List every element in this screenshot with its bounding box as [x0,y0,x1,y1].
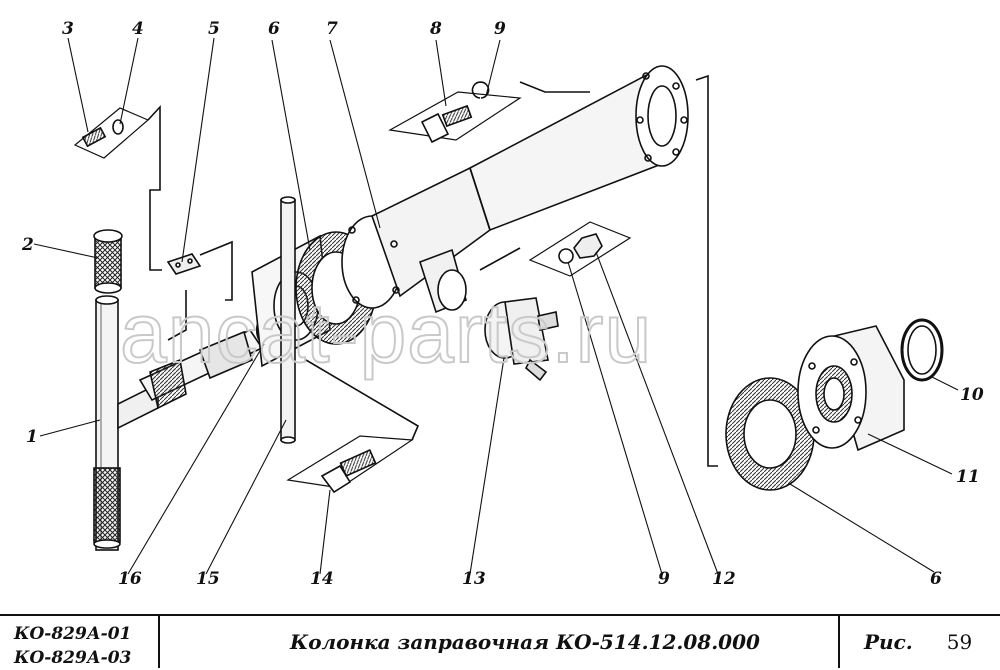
figure-label: Рис. [864,630,913,654]
exploded-assembly-drawing: ancat-parts.ru 3 4 5 6 7 8 9 2 1 10 11 6… [21,19,984,589]
small-plate [166,240,233,341]
inset-bolt-washer [388,81,590,144]
callout-4: 4 [132,19,144,39]
inset-screw-ring [73,104,162,271]
cover-housing [797,325,905,452]
callout-3: 3 [62,19,74,39]
inset-nut-washer [528,221,632,277]
callout-8: 8 [429,19,442,39]
drawing-title: Колонка заправочная КО-514.12.08.000 [160,616,840,668]
clamp-coupling [484,297,559,382]
callout-11: 11 [956,467,980,487]
watermark-text: ancat-parts.ru [120,286,652,380]
callout-16: 16 [118,569,142,589]
callout-13: 13 [462,569,486,589]
gasket-right [725,377,815,491]
bracket-leader-right [695,74,718,467]
model-codes: КО-829А-01 КО-829А-03 [0,616,160,668]
callout-6-top: 6 [268,19,280,39]
figure-reference: Рис. 59 [840,616,1000,668]
retaining-ring [900,318,944,382]
callout-9-bottom: 9 [658,569,670,589]
shaft-assembly [138,328,264,410]
title-block: КО-829А-01 КО-829А-03 Колонка заправочна… [0,614,1000,668]
callout-15: 15 [196,569,220,589]
callout-9-top: 9 [494,19,506,39]
column-tube [341,65,689,309]
callout-7: 7 [326,19,338,39]
inset-bolt [286,359,420,494]
knurled-grip [93,229,123,294]
callout-5: 5 [208,19,220,39]
side-nozzle [419,247,521,314]
model-code-1: КО-829А-01 [14,624,132,644]
leader-lines [33,37,959,575]
callout-6-bottom: 6 [930,569,942,589]
callout-12: 12 [712,569,736,589]
callout-1: 1 [26,427,38,447]
model-code-2: КО-829А-03 [14,648,132,668]
figure-number: 59 [946,630,973,654]
callout-2: 2 [21,235,34,255]
callout-10: 10 [960,385,984,405]
t-pipe-handle [93,295,159,551]
callout-14: 14 [310,569,334,589]
